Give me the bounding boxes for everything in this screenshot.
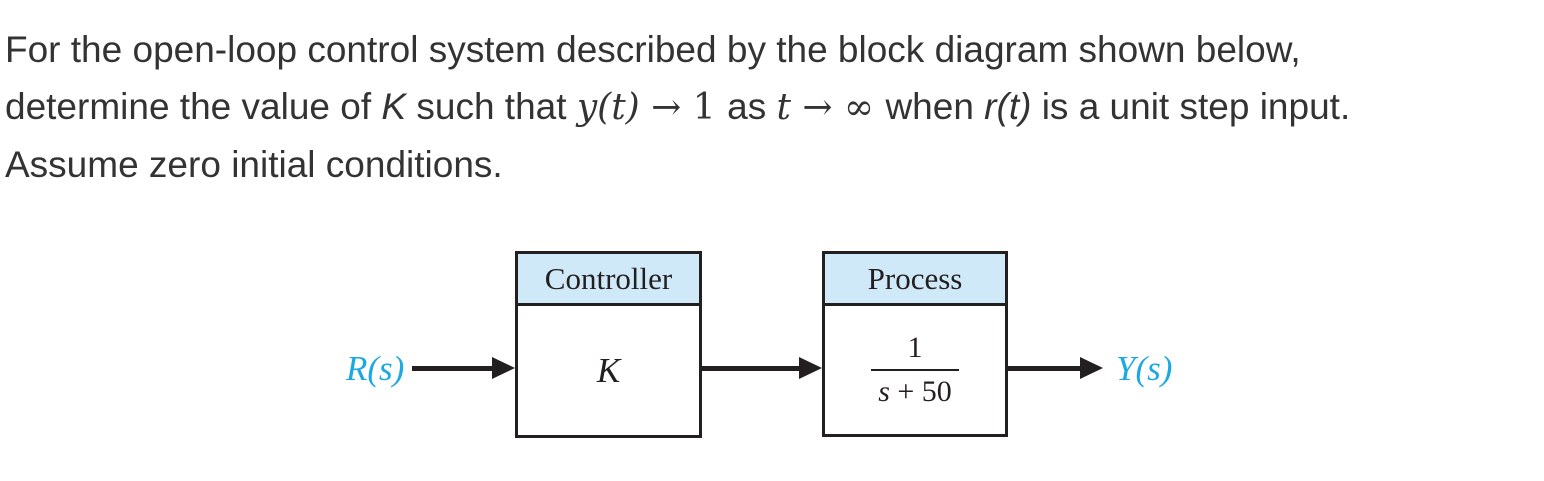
problem-line-3: Assume zero initial conditions. [5,136,1541,193]
laplace-variable: s [878,375,890,408]
problem-text: such that [406,86,577,127]
transfer-function-fraction: 1 s + 50 [871,331,959,410]
controller-block-header: Controller [518,254,699,306]
process-block: Process 1 s + 50 [822,251,1008,437]
math-arrow-infinity: → ∞ [790,87,886,128]
input-arrow-line [412,366,494,371]
output-arrow-head-icon [1080,357,1103,379]
process-block-title: Process [867,260,963,296]
input-signal-label: R(s) [346,349,405,388]
problem-text: For the open-loop control system describ… [5,29,1301,70]
fraction-bar [871,369,959,371]
controller-block: Controller K [515,251,702,438]
controller-gain-value: K [596,350,621,390]
output-arrow-line [1006,366,1081,371]
math-y-of-t: y(t) [576,87,640,128]
denominator-constant: + 50 [889,375,952,408]
gain-symbol-inline: K [381,86,407,127]
process-block-header: Process [825,254,1005,306]
process-block-body: 1 s + 50 [825,306,1005,434]
problem-line-2: determine the value of K such that y(t) … [5,78,1541,136]
input-arrow-head-icon [492,357,515,379]
math-r-of-t: r(t) [984,86,1032,127]
controller-block-title: Controller [544,260,673,296]
controller-block-body: K [518,306,699,435]
problem-text: as [727,86,777,127]
mid-arrow-head-icon [799,357,822,379]
problem-text: Assume zero initial conditions. [5,144,503,185]
math-t: t [776,87,791,128]
problem-statement: For the open-loop control system describ… [5,21,1541,193]
mid-arrow-line [700,366,801,371]
problem-text: is a unit step input. [1031,86,1351,127]
problem-text: when [885,86,985,127]
transfer-function-denominator: s + 50 [878,371,952,410]
problem-line-1: For the open-loop control system describ… [5,21,1541,78]
problem-text: determine the value of [5,86,382,127]
output-signal-label: Y(s) [1116,349,1173,388]
math-arrow-1: → 1 [639,87,728,128]
transfer-function-numerator: 1 [907,330,923,364]
